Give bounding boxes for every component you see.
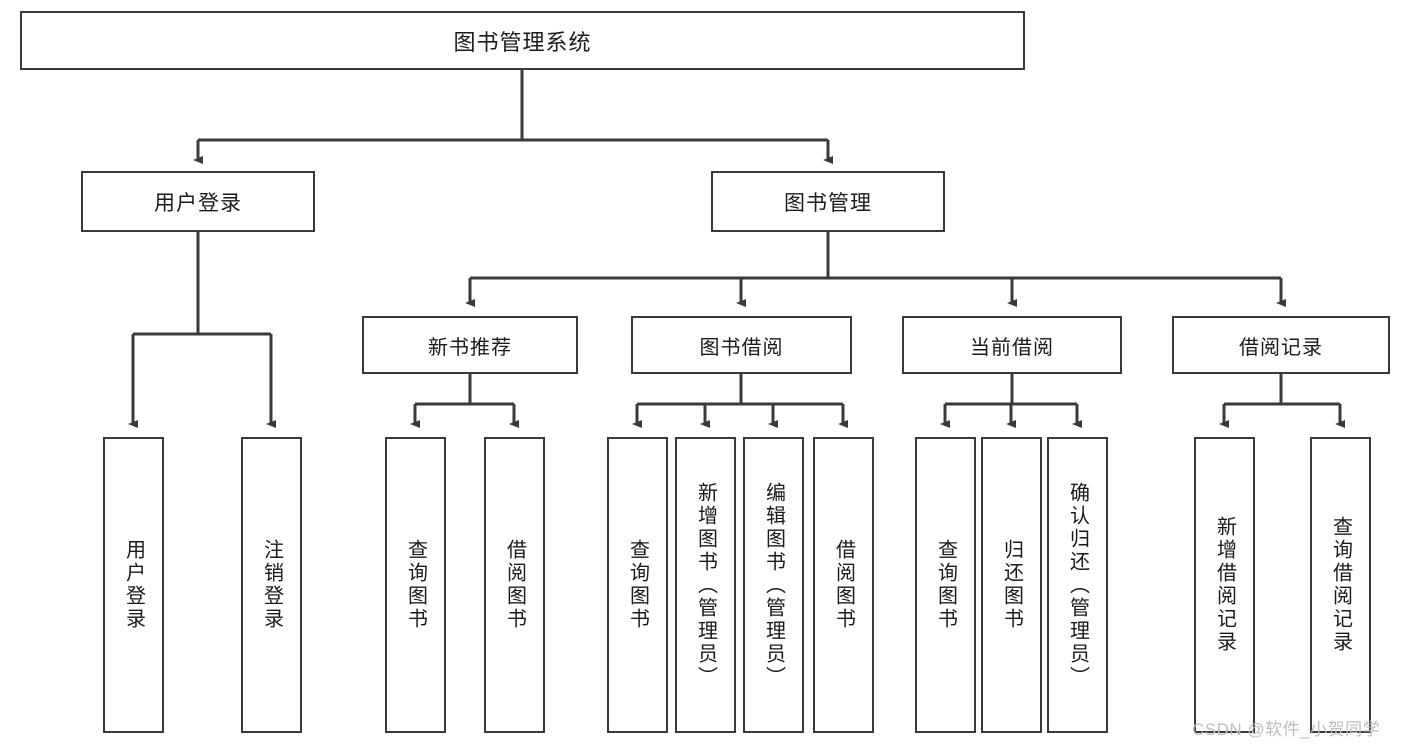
node-label: 用户登录 bbox=[122, 539, 145, 631]
node-current-borrow[interactable]: 当前借阅 bbox=[902, 316, 1122, 374]
node-label: 编辑图书（管理员） bbox=[762, 481, 785, 689]
leaf-book-borrow-query-book[interactable]: 查询图书 bbox=[607, 437, 668, 733]
node-label: 新书推荐 bbox=[428, 336, 512, 359]
leaf-user-login-login[interactable]: 用户登录 bbox=[103, 437, 164, 733]
watermark-text: CSDN @软件_小贺同学 bbox=[1192, 720, 1381, 739]
node-user-login[interactable]: 用户登录 bbox=[81, 171, 315, 232]
node-label: 新增借阅记录 bbox=[1213, 516, 1236, 654]
node-label: 归还图书 bbox=[1000, 539, 1023, 631]
node-borrow-record[interactable]: 借阅记录 bbox=[1172, 316, 1390, 374]
node-label: 当前借阅 bbox=[970, 336, 1054, 359]
node-label: 图书管理 bbox=[784, 191, 872, 215]
node-label: 图书管理系统 bbox=[453, 29, 592, 55]
node-label: 新增图书（管理员） bbox=[694, 481, 717, 689]
leaf-current-borrow-confirm-return-admin[interactable]: 确认归还（管理员） bbox=[1047, 437, 1108, 733]
node-new-book-recommend[interactable]: 新书推荐 bbox=[362, 316, 578, 374]
leaf-borrow-record-add-record[interactable]: 新增借阅记录 bbox=[1194, 437, 1255, 733]
node-label: 查询图书 bbox=[626, 539, 649, 631]
leaf-book-borrow-add-book-admin[interactable]: 新增图书（管理员） bbox=[675, 437, 736, 733]
node-label: 查询图书 bbox=[934, 539, 957, 631]
node-label: 注销登录 bbox=[260, 539, 283, 631]
node-root-book-management-system[interactable]: 图书管理系统 bbox=[20, 11, 1025, 70]
leaf-book-borrow-edit-book-admin[interactable]: 编辑图书（管理员） bbox=[743, 437, 804, 733]
leaf-user-login-logout[interactable]: 注销登录 bbox=[241, 437, 302, 733]
leaf-borrow-record-query-record[interactable]: 查询借阅记录 bbox=[1310, 437, 1371, 733]
leaf-new-book-borrow-book[interactable]: 借阅图书 bbox=[484, 437, 545, 733]
node-label: 借阅记录 bbox=[1239, 336, 1323, 359]
leaf-book-borrow-borrow-book[interactable]: 借阅图书 bbox=[813, 437, 874, 733]
leaf-current-borrow-return-book[interactable]: 归还图书 bbox=[981, 437, 1042, 733]
leaf-current-borrow-query-book[interactable]: 查询图书 bbox=[915, 437, 976, 733]
node-label: 查询图书 bbox=[404, 539, 427, 631]
node-label: 确认归还（管理员） bbox=[1066, 481, 1089, 689]
node-book-borrow[interactable]: 图书借阅 bbox=[631, 316, 852, 374]
node-book-management[interactable]: 图书管理 bbox=[711, 171, 945, 232]
node-label: 借阅图书 bbox=[832, 539, 855, 631]
node-label: 图书借阅 bbox=[699, 336, 784, 359]
leaf-new-book-query-book[interactable]: 查询图书 bbox=[385, 437, 446, 733]
node-label: 查询借阅记录 bbox=[1329, 516, 1352, 654]
node-label: 借阅图书 bbox=[503, 539, 526, 631]
node-label: 用户登录 bbox=[154, 191, 242, 215]
